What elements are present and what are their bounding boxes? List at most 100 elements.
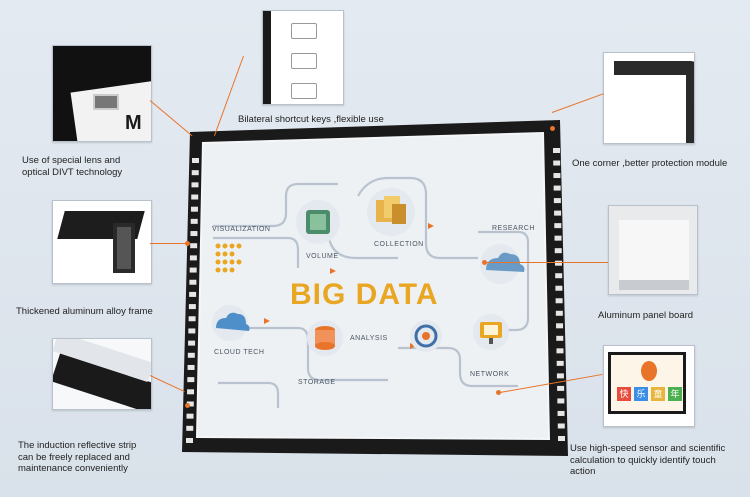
shortcut-key[interactable] [188,340,196,346]
caption-frame: Thickened aluminum alloy frame [16,306,153,317]
shortcut-key[interactable] [554,223,562,229]
leader-dot [496,390,501,395]
shortcut-key[interactable] [556,348,564,354]
shortcut-key[interactable] [557,398,565,404]
shortcut-key[interactable] [554,260,562,266]
shortcut-key[interactable] [557,410,565,416]
leader-dot [482,260,487,265]
shortcut-key-icon [291,23,317,39]
visualization-grid [215,243,242,273]
caption-panel: Aluminum panel board [598,310,694,321]
shortcut-key[interactable] [557,423,565,429]
leader-dot [550,126,555,131]
shortcut-key[interactable] [191,182,199,188]
shortcut-keys-detail [262,10,344,105]
leader-line [150,243,190,244]
caption-sensor: Use high-speed sensor and scientific cal… [570,443,725,478]
shortcut-key[interactable] [191,170,199,176]
network-icon [473,314,509,350]
shortcut-key-icon [291,53,317,69]
storage-icon [307,320,343,356]
caption-line: action [570,466,596,477]
caption-lens: Use of special lens and optical DIVT tec… [22,155,122,178]
caption-strip: The induction reflective strip can be fr… [18,440,136,475]
label-visualization: VISUALIZATION [212,226,271,233]
shortcut-key[interactable] [553,198,561,204]
shortcut-key[interactable] [190,243,198,249]
screen-char-tile: 年 [668,387,682,401]
cloud-tech-icon [212,305,250,341]
label-volume: VOLUME [306,253,339,260]
shortcut-key[interactable] [187,377,195,383]
shortcut-key[interactable] [554,248,562,254]
shortcut-key[interactable] [555,273,563,279]
shortcut-key[interactable] [556,360,564,366]
shortcut-key[interactable] [555,310,563,316]
shortcut-key[interactable] [556,373,564,379]
caption-line: calculation to quickly identify touch [570,454,716,466]
shortcut-key[interactable] [187,352,195,358]
shortcut-key[interactable] [189,267,197,273]
shortcut-key-icon [291,83,317,99]
screen-char-tile: 童 [651,387,665,401]
corner-detail [603,52,695,144]
collection-icon [367,188,415,236]
shortcut-key[interactable] [192,158,199,163]
shortcut-key[interactable] [187,364,195,370]
shortcut-key[interactable] [190,231,198,237]
shortcut-key[interactable] [186,438,193,443]
right-shortcut-keys [553,148,565,441]
shortcut-key[interactable] [554,210,562,216]
shortcut-key[interactable] [556,335,564,341]
shortcut-key[interactable] [188,316,196,322]
label-cloud-tech: CLOUD TECH [214,349,264,356]
caption-corner: One corner ,better protection module [572,158,728,169]
shortcut-key[interactable] [191,194,199,200]
shortcut-key[interactable] [553,160,561,166]
label-analysis: ANALYSIS [350,335,388,342]
caption-line: can be freely replaced and [18,451,130,463]
shortcut-key[interactable] [558,436,565,441]
caption-line: maintenance conveniently [18,463,128,474]
analysis-icon [410,320,442,352]
volume-icon [296,200,340,244]
shortcut-key[interactable] [555,298,563,304]
shortcut-key[interactable] [186,425,194,431]
shortcut-key[interactable] [190,218,198,224]
shortcut-key[interactable] [553,173,561,179]
shortcut-key[interactable] [553,148,560,153]
reflective-strip-detail [52,338,152,410]
leader-line [485,262,608,263]
shortcut-key[interactable] [189,291,197,297]
caption-line: optical DIVT technology [22,166,123,178]
lens-icon [93,94,119,110]
aluminum-panel-detail [608,205,698,295]
shortcut-key[interactable] [190,206,198,212]
caption-line: Use of special lens and [22,155,121,166]
lens-detail: M [52,45,152,142]
shortcut-key[interactable] [554,235,562,241]
shortcut-key[interactable] [557,385,565,391]
shortcut-key[interactable] [553,185,561,191]
shortcut-key[interactable] [189,255,197,261]
screen-char-tile: 乐 [634,387,648,401]
caption-line: Use high-speed sensor and scientific [570,443,726,454]
caption-shortcut-keys: Bilateral shortcut keys ,flexible use [238,114,384,125]
shortcut-key[interactable] [556,323,564,329]
shortcut-key[interactable] [555,285,563,291]
left-shortcut-keys [186,158,199,443]
shortcut-key[interactable] [187,389,195,395]
interactive-whiteboard: VISUALIZATION VOLUME COLLECTION RESEARCH… [178,118,576,458]
shortcut-key[interactable] [189,279,197,285]
screen-title: BIG DATA [290,278,439,311]
label-network: NETWORK [470,371,509,378]
shortcut-key[interactable] [186,401,194,407]
caption-line: The induction reflective strip [18,440,137,451]
shortcut-key[interactable] [186,413,194,419]
leader-dot [185,241,190,246]
shortcut-key[interactable] [188,304,196,310]
label-storage: STORAGE [298,379,336,386]
shortcut-key[interactable] [188,328,196,334]
leader-dot [185,403,190,408]
sensor-screen-detail: 快 乐 童 年 [603,345,695,427]
